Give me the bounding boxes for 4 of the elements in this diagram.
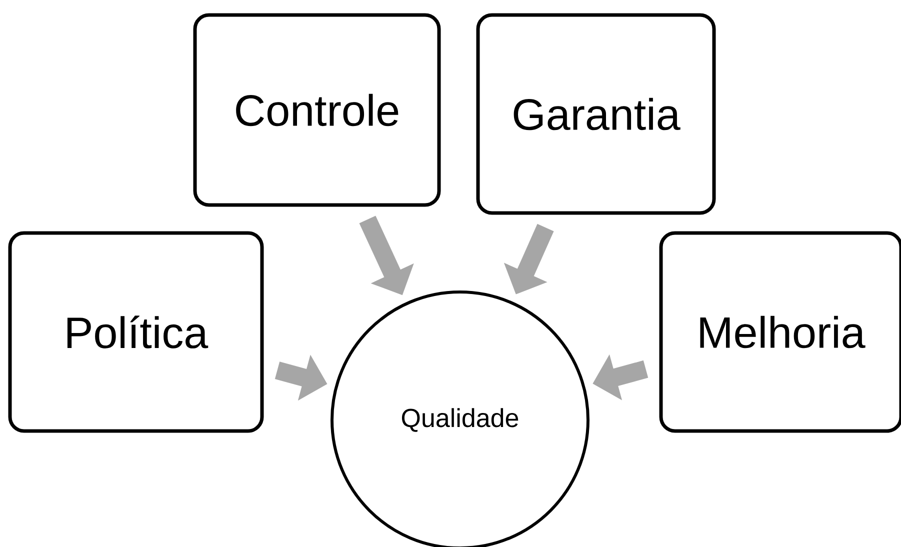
process-box: Controle (193, 13, 441, 207)
process-box: Política (8, 231, 264, 433)
process-box: Melhoria (659, 231, 901, 433)
process-box: Garantia (476, 13, 716, 215)
